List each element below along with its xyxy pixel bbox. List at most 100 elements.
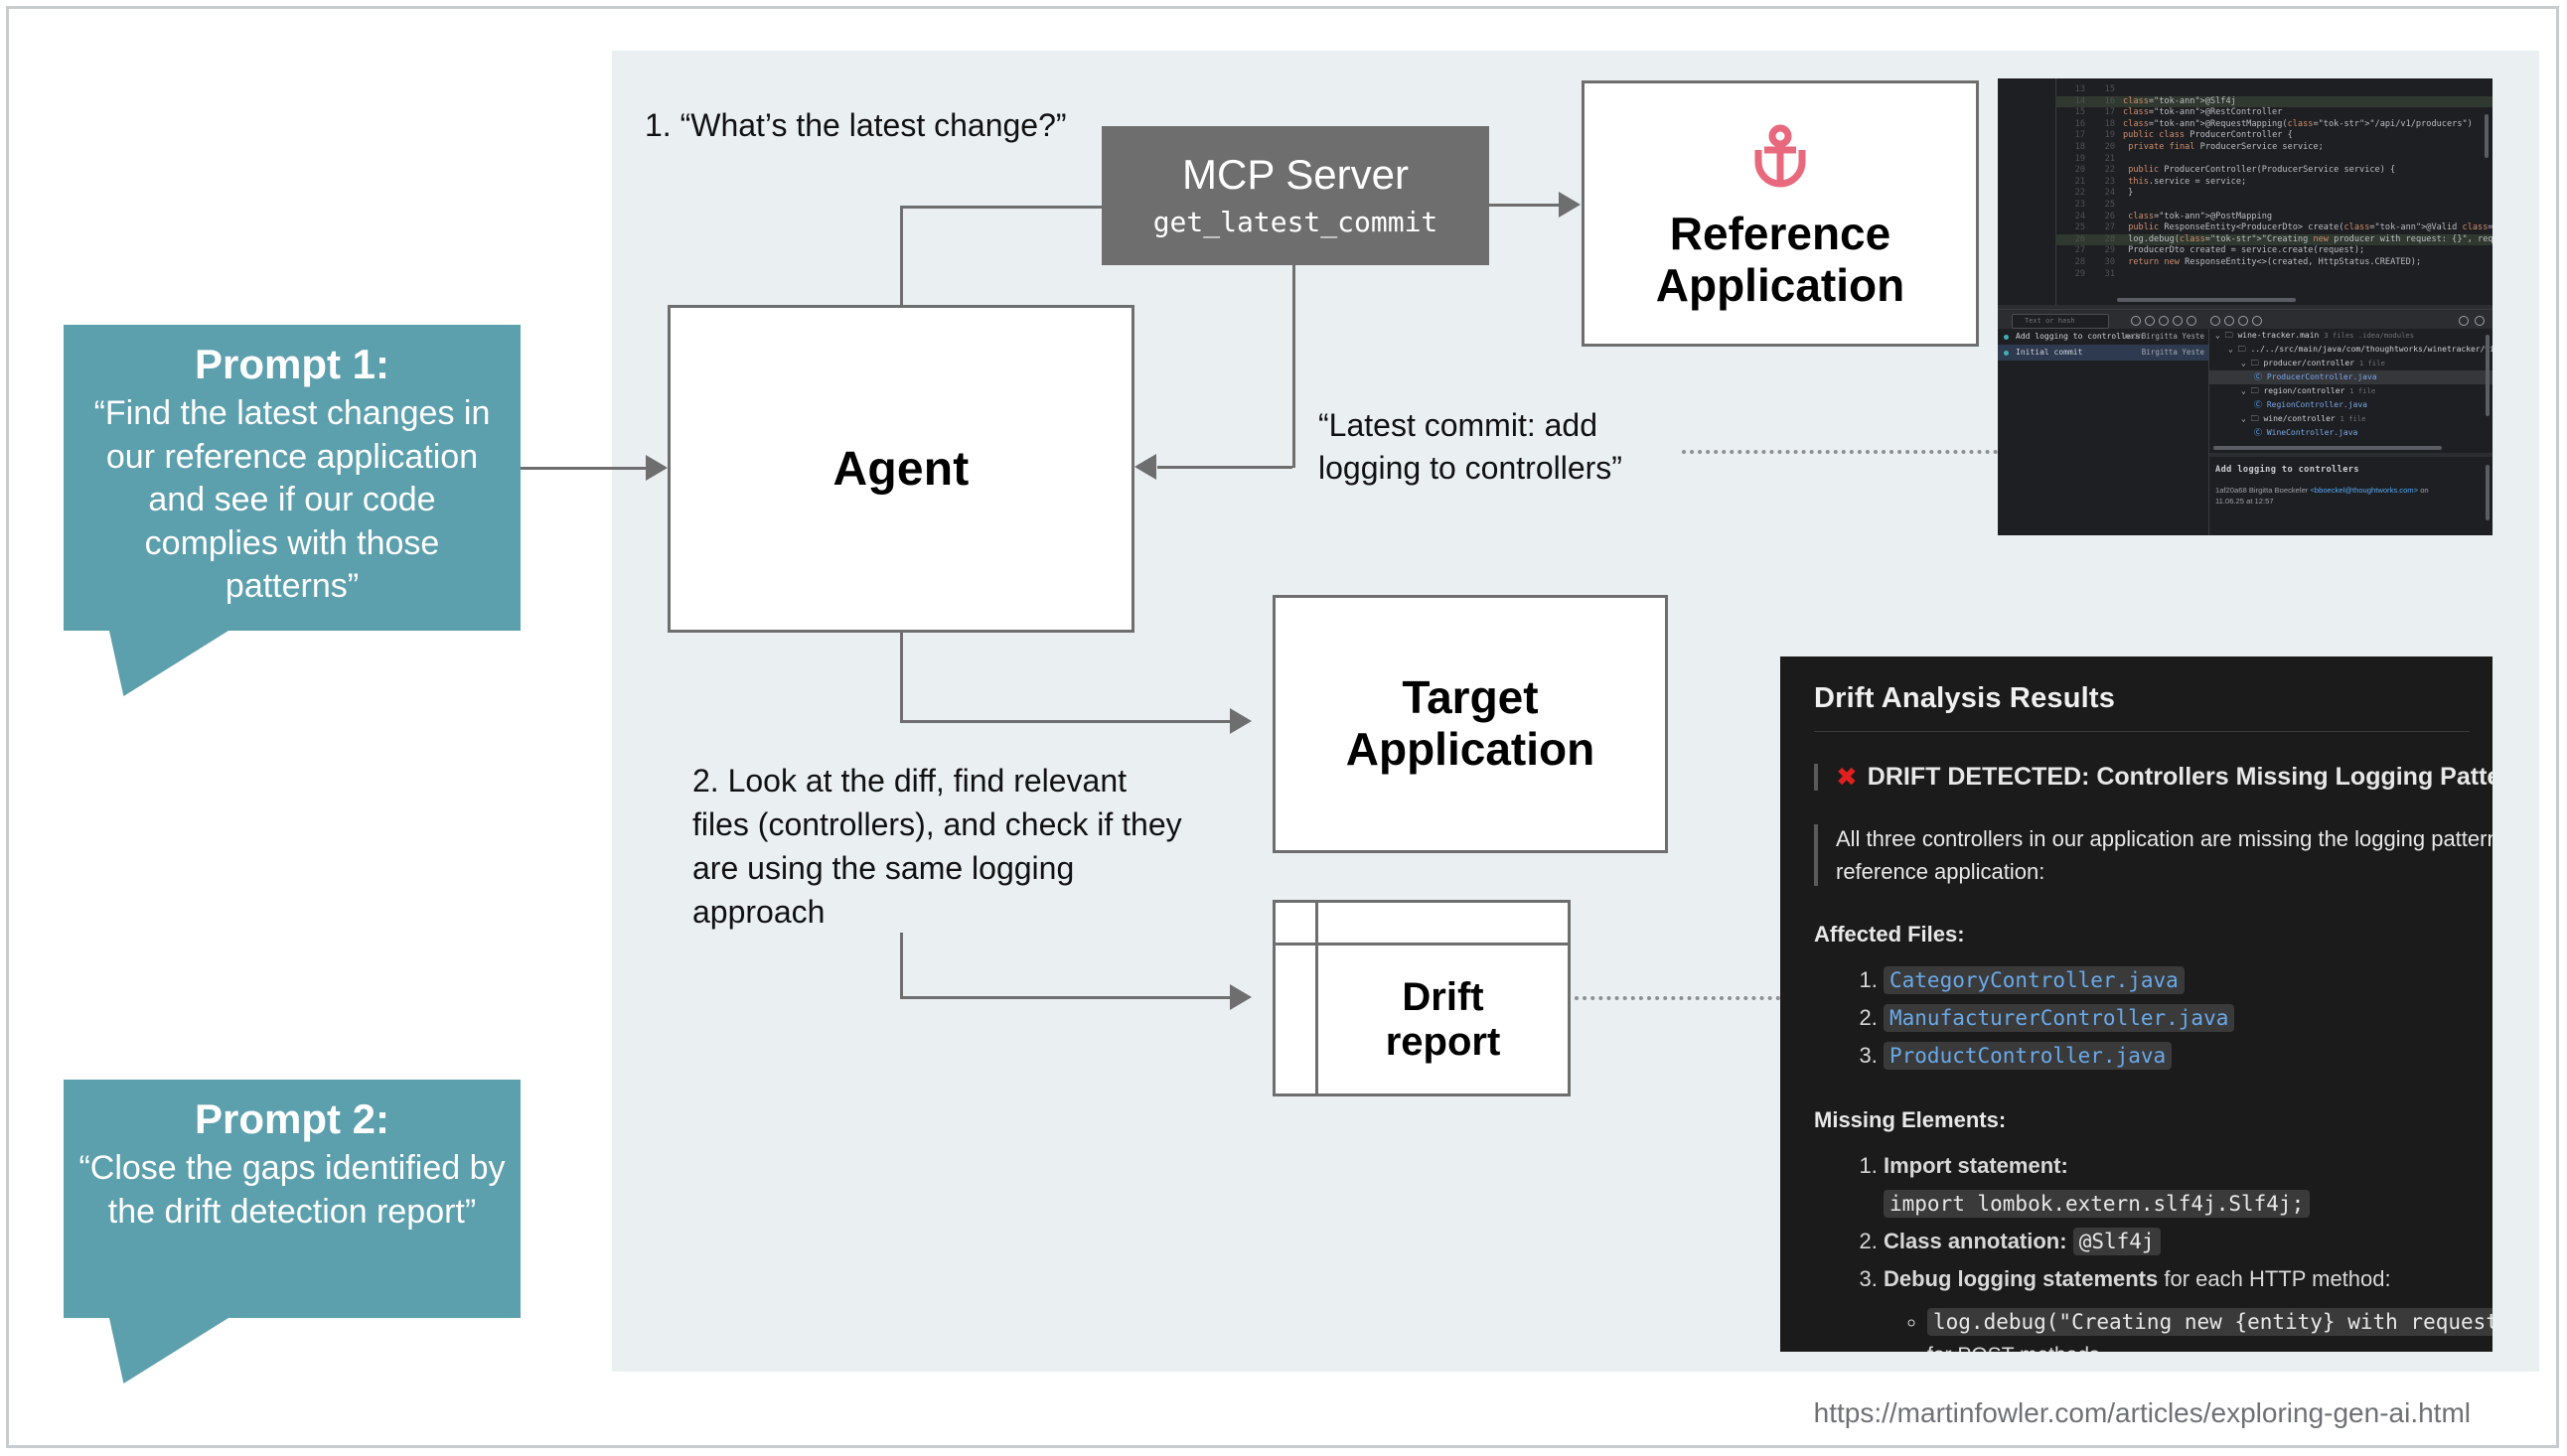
ide-tree-scrollbar-horizontal[interactable] bbox=[2213, 446, 2442, 450]
callout-prompt-1: Prompt 1: “Find the latest changes in ou… bbox=[64, 325, 521, 696]
ide-commit-details-scrollbar[interactable] bbox=[2486, 465, 2490, 520]
drift-description-line2: reference application: bbox=[1836, 859, 2045, 884]
folder-icon: 🗀 bbox=[2237, 345, 2251, 354]
ide-commit-email: <bboeckel@thoughtworks.com> bbox=[2310, 486, 2419, 495]
affected-file-name: CategoryController.java bbox=[1884, 966, 2185, 994]
ide-tree-folder[interactable]: ⌄ 🗀 ../../src/main/java/com/thoughtworks… bbox=[2209, 343, 2492, 357]
ide-watch-icon[interactable] bbox=[2252, 316, 2262, 326]
ide-commit-on-label: on bbox=[2420, 486, 2429, 495]
ide-commit-date: 11.06.25 at 12:57 bbox=[2215, 497, 2274, 507]
ide-tree-file[interactable]: Ⓒ RegionController.java bbox=[2209, 398, 2492, 412]
ide-history-icon[interactable] bbox=[2238, 316, 2248, 326]
ide-tree-label: producer/controller bbox=[2263, 359, 2354, 367]
ide-search-icon[interactable] bbox=[2187, 316, 2196, 326]
ide-tree-meta: 3 files .idea/modules bbox=[2324, 331, 2415, 340]
callout-prompt-2-body: “Close the gaps identified by the drift … bbox=[78, 1149, 506, 1231]
ide-tree-label: WineController.java bbox=[2266, 428, 2358, 437]
connector-prompt1-to-agent bbox=[515, 467, 646, 470]
ide-commit-hash: 1af20a68 bbox=[2215, 486, 2247, 495]
ide-commit-detail-meta: 1af20a68 Birgitta Boeckeler <bboeckel@th… bbox=[2215, 485, 2487, 508]
ide-editor-scrollbar-horizontal[interactable] bbox=[2117, 298, 2296, 302]
ide-tree-label: wine-tracker.main bbox=[2237, 331, 2320, 340]
ide-tree-label: ProducerController.java bbox=[2266, 372, 2377, 381]
ide-tree-folder[interactable]: ⌄ 🗀 producer/controller 1 file bbox=[2209, 357, 2492, 370]
ide-commit-author: Birgitta Boeckeler bbox=[2248, 486, 2309, 495]
affected-files-heading: Affected Files: bbox=[1814, 922, 1965, 946]
arrowhead-mcp-return-to-agent bbox=[1134, 454, 1156, 480]
drift-report-column-divider bbox=[1315, 903, 1318, 1093]
chevron-down-icon: ⌄ bbox=[2241, 359, 2251, 367]
ide-commit-message: Add logging to controllers bbox=[2016, 332, 2141, 341]
drift-description-block: All three controllers in our application… bbox=[1814, 822, 2492, 888]
ide-commit-search-input[interactable]: Text or hash bbox=[2012, 314, 2109, 329]
callout-prompt-1-title: Prompt 1: bbox=[194, 341, 389, 387]
missing-element-code: import lombok.extern.slf4j.Slf4j; bbox=[1884, 1190, 2311, 1219]
chevron-down-icon: ⌄ bbox=[2215, 331, 2225, 340]
ide-changed-files-tree[interactable]: ⌄ 🗀 wine-tracker.main 3 files .idea/modu… bbox=[2209, 329, 2492, 453]
drift-analysis-divider bbox=[1814, 731, 2470, 732]
callout-prompt-1-body: “Find the latest changes in our referenc… bbox=[93, 394, 491, 606]
missing-element-item: Import statement: import lombok.extern.s… bbox=[1884, 1147, 2492, 1223]
connector-mcp-to-refapp bbox=[1489, 204, 1559, 207]
ide-left-gutter bbox=[1998, 78, 2056, 305]
ide-refresh-icon[interactable] bbox=[2145, 316, 2155, 326]
ide-tree-file[interactable]: Ⓒ WineController.java bbox=[2209, 426, 2492, 440]
ide-expand-icon[interactable] bbox=[2210, 316, 2220, 326]
ide-undo-icon[interactable] bbox=[2224, 316, 2234, 326]
folder-icon: 🗀 bbox=[2250, 386, 2264, 395]
connector-mcp-return-vertical bbox=[1292, 265, 1295, 468]
agent-box[interactable]: Agent bbox=[668, 305, 1134, 633]
ide-branch-icon[interactable] bbox=[2159, 316, 2169, 326]
ide-tree-label: wine/controller bbox=[2263, 414, 2336, 423]
connector-agent-to-target-vertical bbox=[900, 633, 903, 722]
ide-tree-folder[interactable]: ⌄ 🗀 region/controller 1 file bbox=[2209, 384, 2492, 398]
java-class-icon: Ⓒ bbox=[2254, 400, 2267, 409]
ide-editor-scrollbar-vertical[interactable] bbox=[2485, 114, 2489, 158]
ide-git-toolbar[interactable]: Text or hash bbox=[1998, 309, 2492, 330]
dotted-link-commit-to-ide bbox=[1682, 450, 1998, 454]
affected-file-name: ManufacturerController.java bbox=[1884, 1003, 2235, 1032]
ide-tree-scrollbar-vertical[interactable] bbox=[2486, 335, 2490, 416]
ide-tree-meta: 1 file bbox=[2340, 414, 2366, 423]
drift-analysis-panel: Drift Analysis Results ✖ DRIFT DETECTED:… bbox=[1780, 656, 2492, 1352]
ide-run-icon[interactable] bbox=[2131, 316, 2141, 326]
ide-tree-file[interactable]: Ⓒ ProducerController.java bbox=[2209, 370, 2492, 384]
drift-analysis-title: Drift Analysis Results bbox=[1814, 682, 2116, 714]
ide-tree-meta: 1 file bbox=[2349, 386, 2376, 395]
ide-close-icon[interactable] bbox=[2475, 316, 2485, 326]
debug-statement-item: log.debug("Creating new {entity} with re… bbox=[1927, 1306, 2492, 1352]
anchor-icon bbox=[1748, 124, 1812, 201]
callout-prompt-2: Prompt 2: “Close the gaps identified by … bbox=[64, 1080, 521, 1383]
ide-tree-folder[interactable]: ⌄ 🗀 wine-tracker.main 3 files .idea/modu… bbox=[2209, 329, 2492, 343]
ide-collapse-all-icon[interactable] bbox=[2459, 316, 2469, 326]
commit-dot-icon bbox=[2004, 351, 2009, 356]
connector-agent-to-mcp-vertical bbox=[900, 206, 903, 305]
affected-file-item: CategoryController.java bbox=[1884, 961, 2492, 999]
ide-eye-icon[interactable] bbox=[2173, 316, 2183, 326]
source-url: https://martinfowler.com/articles/explor… bbox=[1813, 1397, 2471, 1428]
mcp-server-tool-name: get_latest_commit bbox=[1152, 205, 1438, 238]
ide-tree-folder[interactable]: ⌄ 🗀 wine/controller 1 file bbox=[2209, 412, 2492, 426]
mcp-server-box[interactable]: MCP Server get_latest_commit bbox=[1102, 126, 1489, 265]
ide-commit-detail-title: Add logging to controllers bbox=[2215, 465, 2359, 475]
annotation-step-1: 1. “What’s the latest change?” bbox=[645, 107, 1067, 143]
missing-element-label: Debug logging statements bbox=[1884, 1265, 2159, 1291]
ide-commit-message: Initial commit bbox=[2016, 348, 2083, 357]
